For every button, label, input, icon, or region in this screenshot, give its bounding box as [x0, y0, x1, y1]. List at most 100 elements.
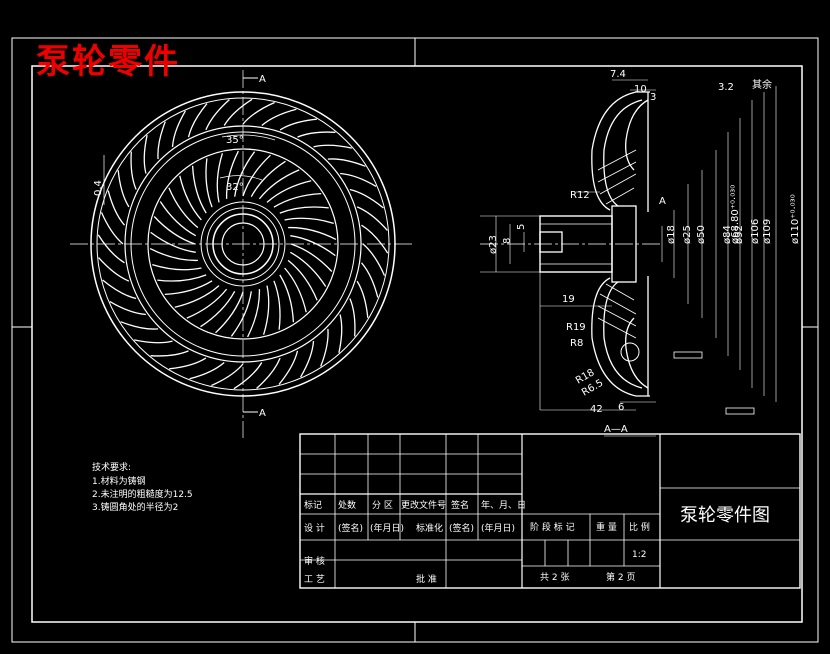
- roughness-other: 其余: [752, 78, 772, 91]
- inner-blade: [273, 280, 281, 330]
- inner-blade: [290, 243, 333, 272]
- outer-blade: [189, 362, 225, 380]
- dim-phi25: ø25: [682, 225, 693, 244]
- tb-std-sign: (签名): [449, 522, 474, 534]
- outer-blade: [134, 339, 173, 344]
- dim-phi50: ø50: [696, 225, 707, 244]
- outer-blade: [109, 301, 146, 316]
- dim-phi18: ø18: [666, 225, 677, 244]
- drawing-name: 泵轮零件图: [680, 505, 770, 526]
- inner-blade: [216, 153, 224, 203]
- front-view: [70, 70, 415, 438]
- inner-blade: [164, 280, 213, 296]
- dim-r8: R8: [570, 338, 583, 349]
- watermark-text: 泵轮零件: [36, 42, 180, 82]
- inner-blade: [157, 274, 207, 282]
- dim-7-4: 7.4: [610, 69, 626, 80]
- tb-sheets: 共 2 张: [540, 572, 569, 583]
- inner-blade: [290, 235, 336, 257]
- outer-blade: [242, 101, 275, 125]
- roughness-value: 3.2: [718, 82, 734, 93]
- inner-blade: [205, 158, 213, 208]
- inner-blade: [234, 151, 256, 197]
- inner-blade: [191, 165, 207, 214]
- dim-phi23: ø23: [488, 235, 499, 254]
- inner-blade: [159, 201, 197, 237]
- inner-blade: [288, 226, 337, 240]
- dim-phi109: ø109: [762, 219, 773, 244]
- outer-blade: [107, 190, 125, 226]
- tb-label-count: 处数: [338, 499, 356, 511]
- inner-blade: [273, 192, 322, 208]
- outer-blade: [169, 357, 207, 370]
- inner-blade: [149, 248, 198, 262]
- centering-marks: [12, 38, 818, 642]
- dim-3: 3: [650, 92, 656, 103]
- outer-blade: [143, 135, 148, 174]
- dim-phi92: ø92: [734, 225, 745, 244]
- tb-label-change-doc: 更改文件号: [401, 499, 446, 511]
- dim-42: 42: [590, 404, 603, 415]
- inner-border: [31, 65, 803, 623]
- outer-blade: [278, 350, 299, 385]
- outer-blade: [150, 350, 189, 357]
- dim-19: 19: [562, 294, 575, 305]
- outer-blade: [130, 151, 137, 190]
- inner-blade: [250, 160, 286, 198]
- outer-blade: [313, 144, 352, 149]
- section-mark-top: A: [259, 74, 266, 85]
- dim-phi110: ø110⁺⁰·⁰³⁰: [790, 194, 801, 244]
- tb-sheet-no: 第 2 页: [606, 571, 635, 583]
- tb-label-zone: 分 区: [372, 500, 393, 511]
- title-block: [299, 433, 801, 589]
- title-block-row-labels: 标记 处数 分 区 更改文件号 签名 年、月、日 设 计 (签名) (年月日) …: [304, 499, 650, 585]
- tb-standardize: 标准化: [416, 522, 443, 534]
- outer-blade: [211, 363, 244, 387]
- outer-blade: [98, 257, 130, 282]
- tb-design-sign: (签名): [338, 522, 363, 534]
- tb-stage-header: 阶 段 标 记: [530, 521, 575, 533]
- dim-phi68: ø68.80⁺⁰·⁰³⁰: [730, 185, 741, 244]
- view-title: A—A: [604, 424, 628, 435]
- outer-blade: [356, 280, 369, 318]
- tb-design: 设 计: [304, 522, 325, 534]
- inner-blade: [284, 267, 307, 313]
- outer-blade: [279, 118, 317, 131]
- inner-blade: [150, 231, 196, 253]
- dim-0-4: 0.4: [93, 180, 104, 196]
- outer-blade: [157, 121, 166, 160]
- outer-blade: [117, 170, 130, 208]
- dim-r12: R12: [570, 190, 590, 201]
- diameter-labels: ø18 ø25 ø50 ø68.80⁺⁰·⁰³⁰ ø84 ø92 ø106 ø1…: [666, 185, 801, 244]
- tb-review: 审 核: [304, 555, 325, 567]
- outer-blade: [205, 99, 230, 131]
- inner-blade: [174, 285, 220, 308]
- tb-weight-header: 重 量: [596, 521, 617, 533]
- section-view: [480, 79, 777, 437]
- inner-blade: [179, 175, 202, 221]
- inner-blade: [279, 274, 295, 323]
- inner-blade: [186, 288, 228, 319]
- outer-blade: [100, 212, 124, 245]
- tb-process: 工 艺: [304, 574, 325, 585]
- dim-10: 10: [634, 84, 647, 95]
- tb-label-date: 年、月、日: [481, 499, 526, 511]
- inner-blade: [284, 217, 334, 225]
- dim-phi106: ø106: [750, 219, 761, 244]
- inner-blade: [168, 187, 199, 229]
- outer-blade: [362, 243, 386, 276]
- outer-blade: [356, 206, 388, 231]
- angle-35: 35°: [226, 135, 244, 146]
- notes-item-2: 2.未注明的粗糙度为12.5: [92, 488, 193, 500]
- outer-blade: [361, 262, 379, 298]
- outer-blade: [349, 188, 384, 209]
- outer-blade: [361, 224, 389, 254]
- outer-blade: [120, 321, 159, 330]
- outer-blade: [327, 158, 366, 167]
- outer-blade: [171, 110, 186, 147]
- inner-blade: [200, 290, 236, 328]
- inner-blade: [289, 251, 327, 287]
- outer-blade: [223, 98, 253, 126]
- outer-blade: [338, 314, 343, 353]
